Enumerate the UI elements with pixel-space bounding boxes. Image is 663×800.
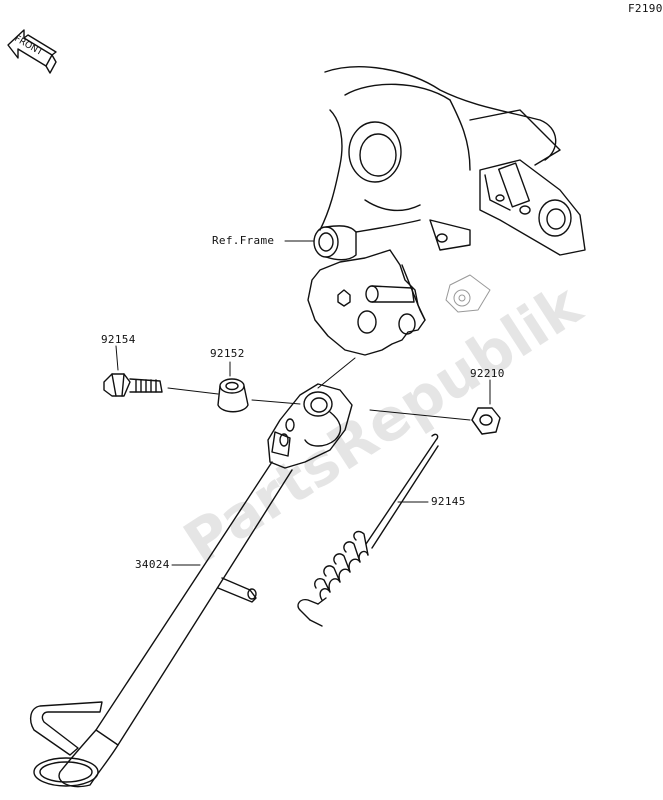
front-arrow-icon: FRONT [7, 29, 57, 74]
callout-ref-frame[interactable]: Ref.Frame [212, 234, 275, 247]
bolt-92154 [103, 373, 163, 397]
nut-92210 [471, 407, 501, 435]
diagram-code: F2190 [628, 2, 663, 15]
side-stand-34024 [29, 383, 353, 788]
frame-reference [307, 66, 586, 356]
gear-watermark-icon [445, 274, 491, 313]
callout-92210[interactable]: 92210 [470, 367, 505, 380]
spring-92145 [297, 433, 439, 627]
callout-92152[interactable]: 92152 [210, 347, 245, 360]
collar-92152 [217, 378, 249, 413]
callout-34024[interactable]: 34024 [135, 558, 170, 571]
callout-92145[interactable]: 92145 [431, 495, 466, 508]
callout-92154[interactable]: 92154 [101, 333, 136, 346]
